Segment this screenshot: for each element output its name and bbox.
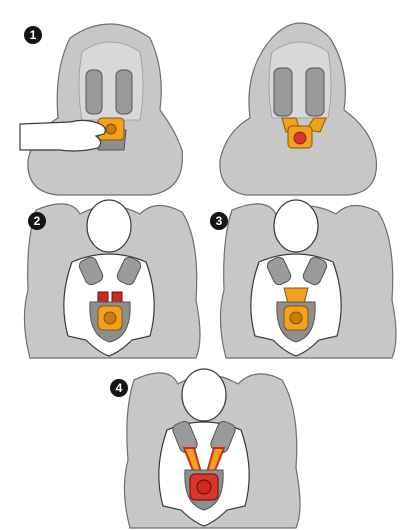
step-badge-3: 3: [210, 212, 228, 230]
step-badge-4: 4: [110, 379, 128, 397]
release-button-4: [197, 480, 211, 494]
step-badge-2: 2: [28, 212, 46, 230]
step-badge-1: 1: [24, 26, 42, 44]
